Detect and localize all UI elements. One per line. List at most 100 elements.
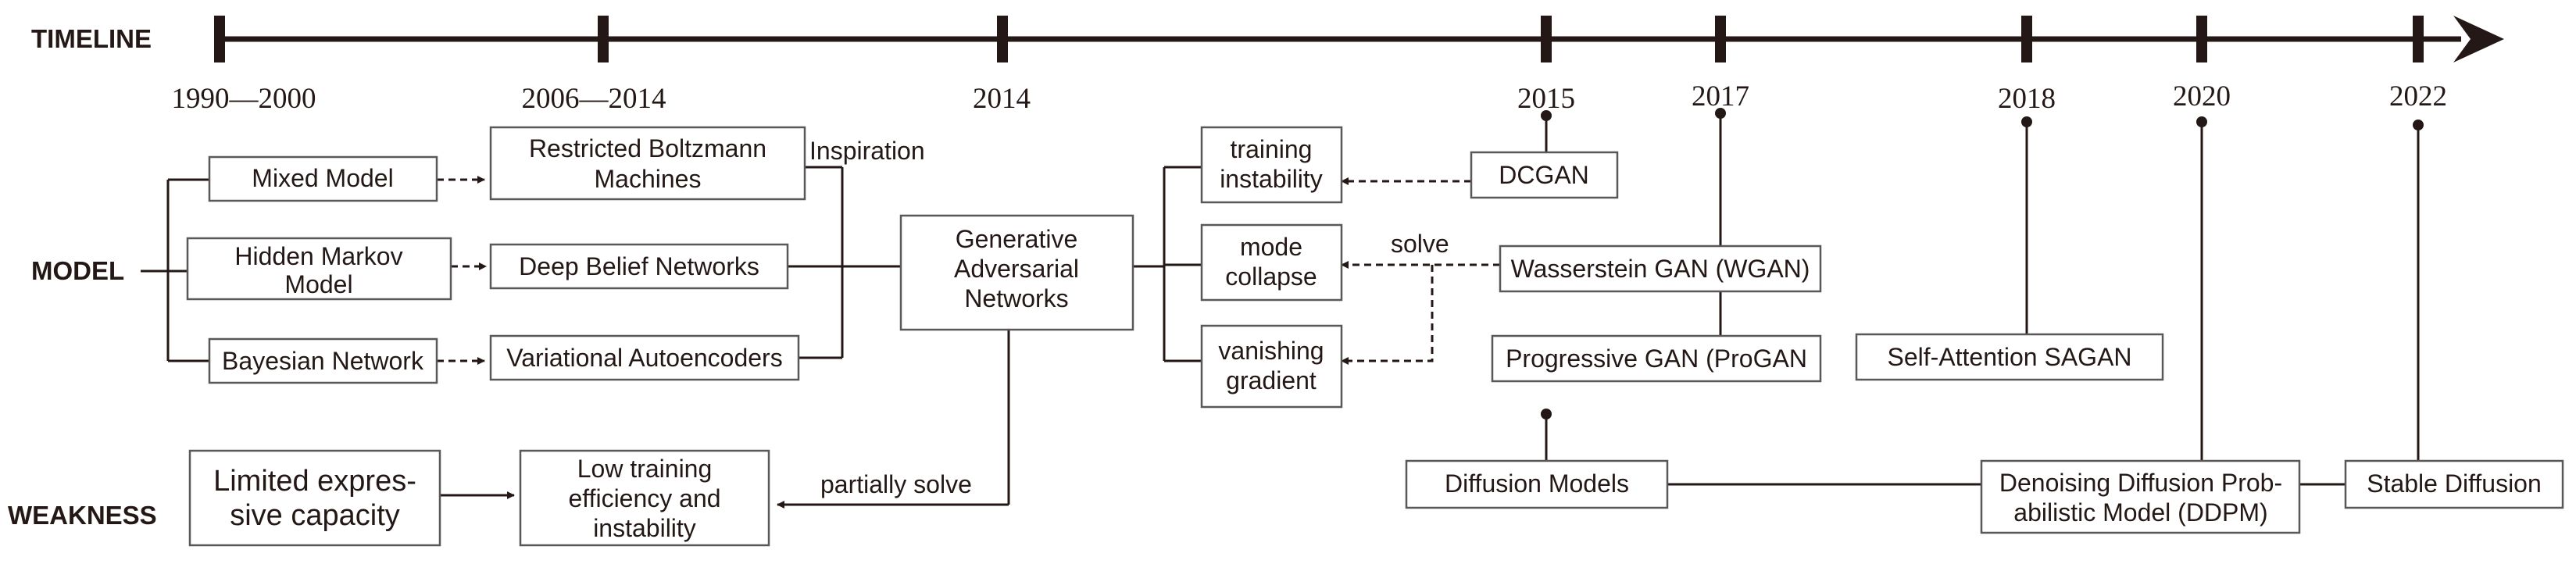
row-label-timeline: TIMELINE	[31, 24, 152, 53]
node-sagan: Self-Attention SAGAN	[1887, 343, 2131, 371]
timeline-arrow-icon	[2453, 16, 2504, 62]
box-ddpm	[1980, 459, 2301, 534]
box-dcgan	[1470, 151, 1619, 199]
node-text-line: Networks	[964, 284, 1068, 312]
dot-2017	[1715, 108, 1726, 119]
timeline-tick	[1541, 16, 1552, 62]
node-text-line: mode	[1240, 233, 1302, 261]
node-text-line: Limited expres-	[213, 465, 416, 498]
timeline-tick	[2413, 16, 2424, 62]
node-text-line: Hidden Markov	[234, 242, 402, 270]
timeline-tick	[2196, 16, 2207, 62]
node-text-line: Progressive GAN (ProGAN	[1506, 344, 1807, 373]
box-progan	[1491, 334, 1822, 383]
node-text-line: sive capacity	[230, 499, 400, 532]
box-stable-diffusion	[2344, 459, 2564, 509]
node-text-line: Mixed Model	[252, 164, 393, 192]
edge-label-partially-solve: partially solve	[820, 470, 972, 498]
year-label-2022: 2022	[2389, 80, 2447, 112]
node-text-line: Adversarial	[954, 255, 1079, 283]
year-label-2006-2014: 2006—2014	[522, 83, 666, 115]
box-hmm	[186, 237, 452, 301]
node-dbn: Deep Belief Networks	[519, 252, 759, 280]
dashed-arrow-wgan-to-vanishing	[1341, 265, 1434, 365]
dot-2018	[2021, 116, 2032, 127]
node-text-line: Model	[284, 270, 352, 298]
dot-2015	[1541, 110, 1552, 121]
year-label-2017: 2017	[1692, 80, 1749, 112]
connectors	[141, 113, 2420, 506]
year-label-1990-2000: 1990—2000	[172, 83, 316, 115]
node-text-line: Wasserstein GAN (WGAN)	[1511, 255, 1810, 283]
node-diffusion-models: Diffusion Models	[1445, 469, 1629, 498]
dot-diffusion	[1541, 409, 1552, 419]
node-text-line: Deep Belief Networks	[519, 252, 759, 280]
node-text-line: Machines	[595, 165, 702, 193]
node-dcgan: DCGAN	[1499, 161, 1589, 189]
timeline-tick	[1715, 16, 1726, 62]
box-vae	[489, 334, 800, 381]
node-mixed-model: Mixed Model	[252, 164, 393, 192]
node-text-line: Bayesian Network	[222, 347, 424, 375]
timeline-tick	[214, 16, 225, 62]
node-vae: Variational Autoencoders	[506, 344, 782, 372]
box-sagan	[1855, 333, 2164, 381]
node-text-line: Self-Attention SAGAN	[1887, 343, 2131, 371]
year-label-2020: 2020	[2173, 80, 2231, 112]
timeline-tick	[598, 16, 609, 62]
year-label-2015: 2015	[1517, 83, 1575, 115]
node-text-line: training	[1231, 135, 1313, 163]
node-ddpm: Denoising Diffusion Prob-abilistic Model…	[1999, 469, 2282, 527]
row-label-model: MODEL	[31, 256, 124, 285]
node-limited-capacity: Limited expres-sive capacity	[213, 465, 416, 532]
node-text-line: collapse	[1225, 262, 1317, 291]
year-label-2014: 2014	[973, 83, 1031, 115]
box-bayesian	[208, 337, 438, 384]
node-text-line: Stable Diffusion	[2367, 469, 2542, 498]
node-text-line: Restricted Boltzmann	[529, 134, 766, 162]
box-gan	[899, 214, 1134, 331]
node-text-line: Variational Autoencoders	[506, 344, 782, 372]
node-text-line: Low training	[577, 455, 713, 483]
timeline-tick	[2021, 16, 2032, 62]
box-wgan	[1499, 245, 1822, 293]
box-diffusion-models	[1405, 459, 1669, 509]
node-text-line: gradient	[1226, 366, 1317, 394]
node-text-line: instability	[593, 514, 696, 542]
box-low-efficiency	[519, 449, 770, 547]
box-mixed-model	[208, 155, 438, 202]
timeline-tick	[997, 16, 1008, 62]
node-bayesian: Bayesian Network	[222, 347, 424, 375]
node-text-line: efficiency and	[568, 484, 720, 512]
node-text-line: DCGAN	[1499, 161, 1589, 189]
box-vanishing-gradient	[1200, 324, 1343, 409]
dot-2022	[2413, 120, 2424, 130]
year-label-2018: 2018	[1998, 83, 2056, 115]
box-mode-collapse	[1200, 223, 1343, 302]
node-text-line: Generative	[956, 225, 1078, 253]
box-dbn	[489, 243, 789, 290]
node-stable-diffusion: Stable Diffusion	[2367, 469, 2542, 498]
node-text-line: instability	[1220, 165, 1323, 193]
node-text-line: Denoising Diffusion Prob-	[1999, 469, 2282, 497]
box-limited-capacity	[188, 449, 441, 547]
box-rbm	[489, 126, 806, 201]
box-training-instability	[1200, 126, 1343, 204]
row-label-weakness: WEAKNESS	[8, 501, 157, 530]
dot-2020	[2196, 116, 2207, 127]
node-text-line: abilistic Model (DDPM)	[2013, 498, 2267, 527]
node-progan: Progressive GAN (ProGAN	[1506, 344, 1807, 373]
node-text-line: Diffusion Models	[1445, 469, 1629, 498]
node-text-line: vanishing	[1218, 337, 1324, 365]
node-wgan: Wasserstein GAN (WGAN)	[1511, 255, 1810, 283]
edge-label-inspiration: Inspiration	[809, 137, 925, 165]
